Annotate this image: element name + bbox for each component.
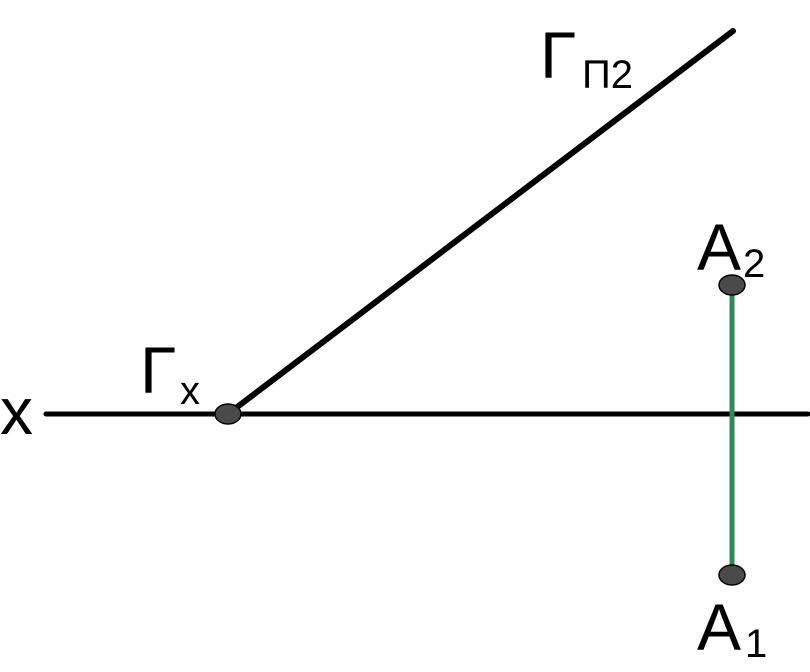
point-a1-label-main: A (697, 590, 741, 664)
trace-x-label-main: Γ (140, 333, 176, 407)
point-a2 (718, 274, 746, 296)
trace-p2-line (225, 28, 736, 417)
point-gamma-x (214, 403, 242, 425)
point-a2-label-main: A (697, 210, 741, 284)
axis-x-label: x (0, 374, 33, 448)
trace-p2-label-sub: П2 (582, 53, 633, 97)
point-a1 (718, 564, 746, 586)
trace-x-label-sub: x (180, 369, 200, 413)
point-a1-label-sub: 1 (745, 622, 767, 666)
trace-p2-label-main: Γ (540, 18, 576, 92)
point-a2-label-sub: 2 (743, 242, 765, 286)
